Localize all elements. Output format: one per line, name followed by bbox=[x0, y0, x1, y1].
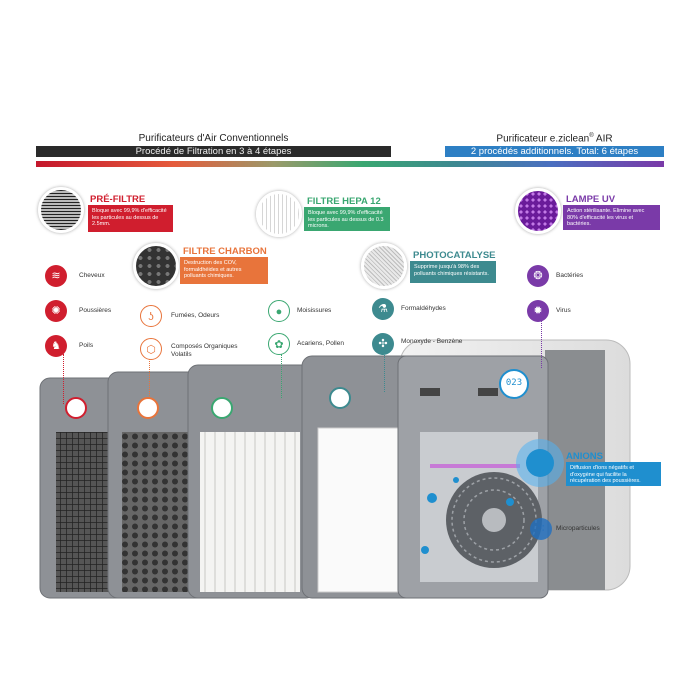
hepa-title: FILTRE HEPA 12 bbox=[307, 196, 381, 207]
photocatalyse-item-label: Formaldéhydes bbox=[401, 305, 446, 312]
particles-icon: ⁙ bbox=[536, 523, 546, 535]
uv-desc: Action stérilisante. Elimine avec 80% d'… bbox=[563, 205, 660, 230]
pollen-icon: ✿ bbox=[268, 333, 290, 355]
molecule-icon: ✣ bbox=[372, 333, 394, 355]
bacteria-icon: ❂ bbox=[527, 265, 549, 287]
hair-icon: ≋ bbox=[45, 265, 67, 287]
conventional-title: Purificateurs d'Air Conventionnels bbox=[138, 133, 289, 144]
prefiltre-item-label: Poussières bbox=[79, 307, 112, 314]
anions-desc: Diffusion d'ions négatifs et d'oxygène q… bbox=[566, 462, 661, 486]
gradient-divider bbox=[36, 161, 664, 167]
charbon-item-label: Fumées, Odeurs bbox=[171, 312, 220, 319]
prefiltre-thumbnail bbox=[38, 187, 84, 233]
eziclean-bar: 2 procédés additionnels. Total: 6 étapes bbox=[445, 146, 664, 157]
prefiltre-title: PRÉ-FILTRE bbox=[90, 194, 146, 205]
anions-item-label: Microparticules bbox=[556, 525, 600, 532]
photocatalyse-desc: Supprime jusqu'à 98% des polluants chimi… bbox=[410, 261, 496, 283]
uv-thumbnail bbox=[515, 188, 561, 234]
leader-line-charbon bbox=[149, 354, 151, 398]
prefiltre-item-label: Poils bbox=[79, 342, 94, 349]
charbon-title: FILTRE CHARBON bbox=[183, 246, 267, 257]
display-readout: 023 bbox=[505, 378, 523, 388]
charbon-thumbnail bbox=[133, 243, 179, 289]
purifier-illustration bbox=[39, 339, 631, 599]
uv-item-label: Virus bbox=[556, 307, 571, 314]
hepa-desc: Bloque avec 99,9% d'efficacité les parti… bbox=[304, 207, 390, 231]
photocatalyse-thumbnail bbox=[361, 243, 407, 289]
bottle-icon: ⚗ bbox=[372, 298, 394, 320]
molecule-icon: ⬡ bbox=[140, 338, 162, 360]
dust-icon: ✺ bbox=[45, 300, 67, 322]
drop-icon: ● bbox=[268, 300, 290, 322]
leader-line-prefiltre bbox=[63, 354, 65, 404]
hepa-thumbnail bbox=[256, 191, 302, 237]
nose-icon: ʖ bbox=[140, 305, 162, 327]
uv-item-label: Bactéries bbox=[556, 272, 584, 279]
charbon-item-label: Composés Organiques Volatils bbox=[171, 343, 238, 358]
prefiltre-desc: Bloque avec 99,9% d'efficacité les parti… bbox=[88, 205, 173, 232]
eziclean-title: Purificateur e.ziclean® AIR bbox=[496, 133, 613, 145]
photocatalyse-title: PHOTOCATALYSE bbox=[413, 250, 496, 261]
dog-icon: ♞ bbox=[45, 335, 67, 357]
conventional-bar: Procédé de Filtration en 3 à 4 étapes bbox=[36, 146, 391, 157]
photocatalyse-item-label: Monoxyde - Benzène bbox=[401, 338, 463, 345]
prefiltre-item-label: Cheveux bbox=[79, 272, 105, 279]
uv-title: LAMPE UV bbox=[566, 194, 616, 205]
leader-line-hepa bbox=[281, 354, 283, 398]
anions-title: ANIONS bbox=[566, 451, 603, 462]
leader-line-photo bbox=[384, 352, 386, 392]
charbon-desc: Destruction des COV, formaldhéides et au… bbox=[180, 257, 268, 284]
virus-icon: ✹ bbox=[527, 300, 549, 322]
hepa-item-label: Acariens, Pollen bbox=[297, 340, 344, 347]
hepa-item-label: Moisissures bbox=[297, 307, 332, 314]
leader-line-uv bbox=[541, 318, 543, 368]
